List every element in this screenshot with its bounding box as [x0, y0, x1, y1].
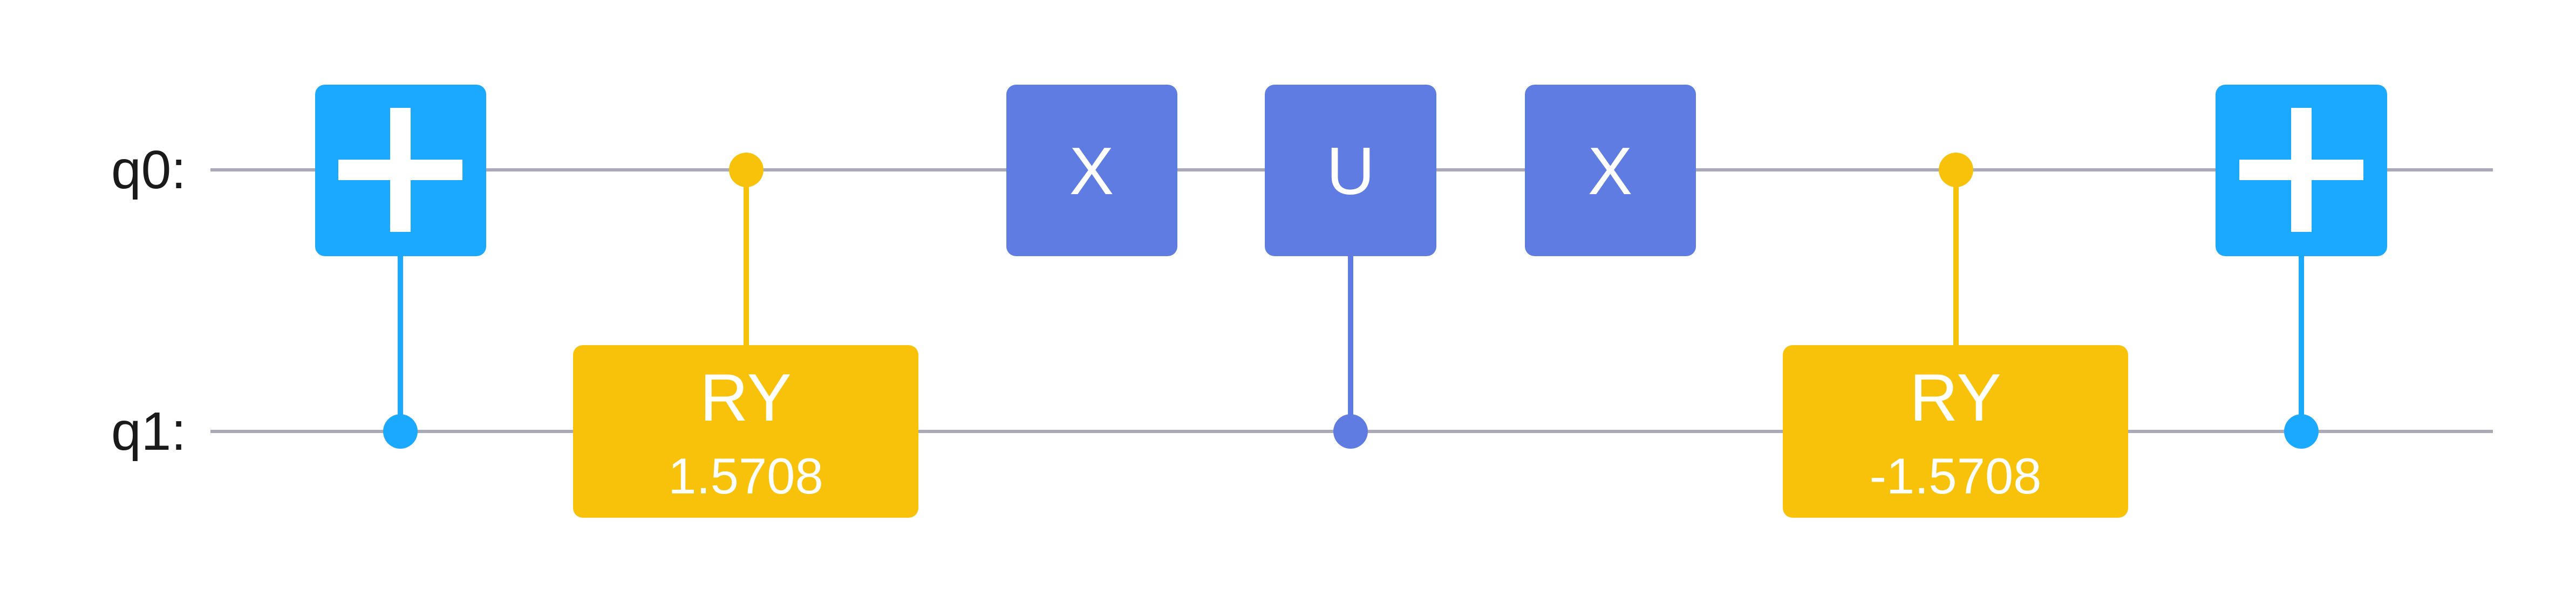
ry-2-gate-box	[1783, 345, 2128, 518]
ry-1-gate-box	[573, 345, 918, 518]
plus-icon	[338, 108, 462, 232]
u-control-dot	[1333, 414, 1368, 449]
ry-1-gate-param: 1.5708	[668, 448, 823, 504]
controlled-ry-gate-1: RY 1.5708	[573, 153, 918, 518]
x-gate-2: X	[1525, 85, 1696, 256]
ry-1-control-dot	[729, 153, 764, 187]
cnot-gate-2	[2216, 85, 2387, 449]
x-gate-1: X	[1006, 85, 1177, 256]
cnot-gate-1	[315, 85, 486, 449]
u-gate-box	[1265, 85, 1436, 256]
ry-1-gate-name: RY	[700, 361, 792, 435]
u-gate-name: U	[1326, 134, 1375, 209]
x-2-gate-name: X	[1588, 134, 1633, 209]
x-2-gate-box	[1525, 85, 1696, 256]
cnot-1-control-dot	[383, 414, 418, 449]
ry-2-gate-name: RY	[1910, 361, 2001, 435]
controlled-u-gate: U	[1265, 85, 1436, 449]
plus-icon	[2239, 108, 2363, 232]
qubit-label-q0: q0:	[111, 140, 186, 200]
x-1-gate-box	[1006, 85, 1177, 256]
ry-2-gate-param: -1.5708	[1870, 448, 2042, 504]
x-1-gate-name: X	[1069, 134, 1114, 209]
ry-2-control-dot	[1939, 153, 1973, 187]
qubit-label-q1: q1:	[111, 401, 186, 462]
cnot-2-control-dot	[2284, 414, 2319, 449]
controlled-ry-gate-2: RY -1.5708	[1783, 153, 2128, 518]
